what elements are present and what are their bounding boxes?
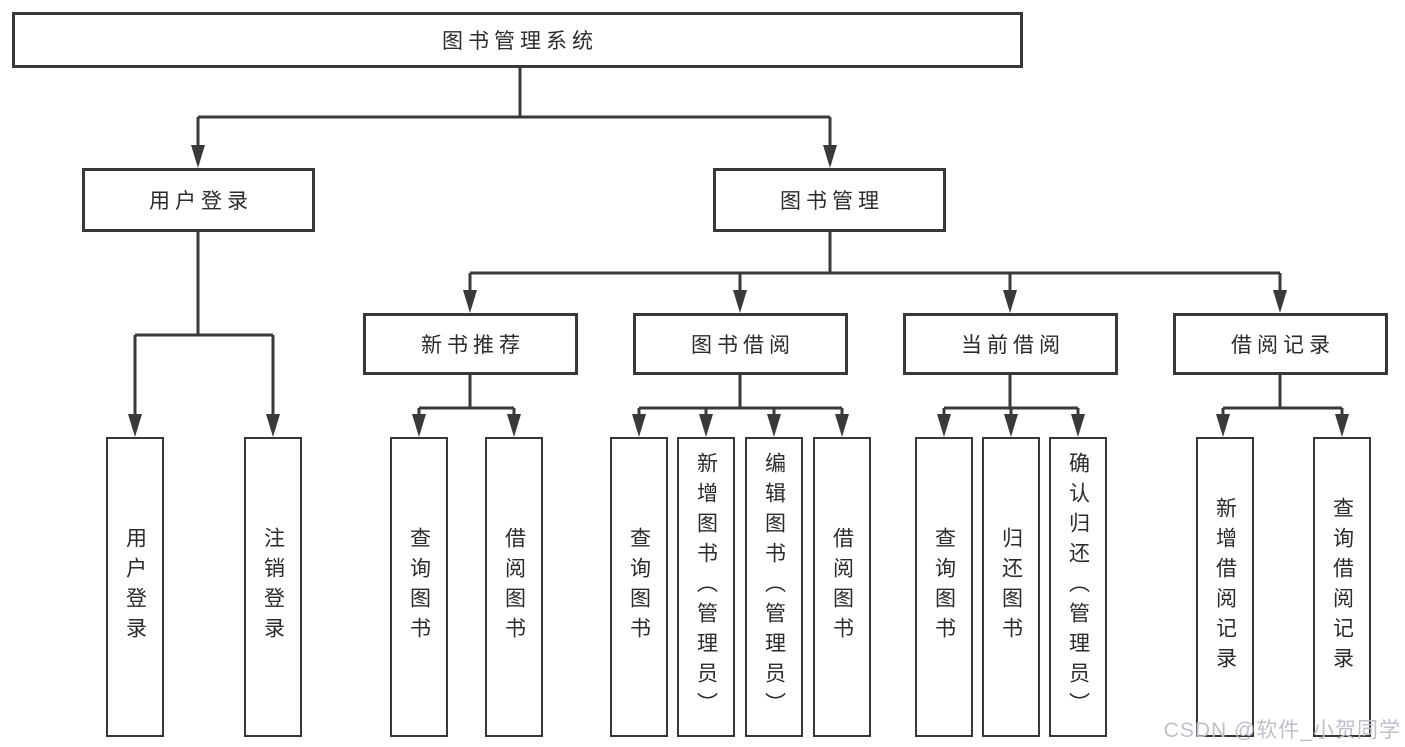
leaf-logout: 注销登录 xyxy=(244,437,302,737)
leaf-borrow-books: 借阅图书 xyxy=(813,437,871,737)
node-label: 图书借阅 xyxy=(691,334,795,357)
leaf-borrow-books-recommend: 借阅图书 xyxy=(485,437,543,737)
leaf-return-books: 归还图书 xyxy=(982,437,1040,737)
node-book-management: 图书管理 xyxy=(713,168,946,232)
leaf-query-books-current: 查询图书 xyxy=(915,437,973,737)
csdn-watermark: CSDN @软件_小贺同学 xyxy=(1163,719,1401,742)
leaf-label: 编辑图书（管理员） xyxy=(762,452,786,722)
leaf-label: 借阅图书 xyxy=(830,527,854,647)
node-label: 借阅记录 xyxy=(1231,334,1335,357)
leaf-label: 注销登录 xyxy=(261,527,285,647)
leaf-add-borrow-record: 新增借阅记录 xyxy=(1196,437,1254,737)
leaf-label: 借阅图书 xyxy=(502,527,526,647)
leaf-label: 用户登录 xyxy=(123,527,147,647)
node-label: 图书管理系统 xyxy=(442,30,598,53)
leaf-query-books-borrow: 查询图书 xyxy=(610,437,668,737)
leaf-confirm-return-admin: 确认归还（管理员） xyxy=(1049,437,1107,737)
leaf-label: 确认归还（管理员） xyxy=(1066,452,1090,722)
leaf-edit-books-admin: 编辑图书（管理员） xyxy=(745,437,803,737)
leaf-label: 归还图书 xyxy=(999,527,1023,647)
node-new-book-recommend: 新书推荐 xyxy=(363,313,578,375)
node-library-management-system: 图书管理系统 xyxy=(12,12,1023,68)
leaf-label: 新增借阅记录 xyxy=(1213,497,1237,677)
leaf-label: 新增图书（管理员） xyxy=(694,452,718,722)
leaf-add-books-admin: 新增图书（管理员） xyxy=(677,437,735,737)
leaf-user-login: 用户登录 xyxy=(106,437,164,737)
node-label: 新书推荐 xyxy=(421,334,525,357)
node-current-borrow: 当前借阅 xyxy=(903,313,1118,375)
node-label: 图书管理 xyxy=(780,190,884,213)
node-book-borrow: 图书借阅 xyxy=(633,313,848,375)
leaf-label: 查询借阅记录 xyxy=(1330,497,1354,677)
node-label: 当前借阅 xyxy=(961,334,1065,357)
leaf-query-borrow-record: 查询借阅记录 xyxy=(1313,437,1371,737)
node-borrow-records: 借阅记录 xyxy=(1173,313,1388,375)
leaf-label: 查询图书 xyxy=(627,527,651,647)
node-user-login: 用户登录 xyxy=(82,168,315,232)
leaf-query-books-recommend: 查询图书 xyxy=(390,437,448,737)
node-label: 用户登录 xyxy=(149,190,253,213)
leaf-label: 查询图书 xyxy=(407,527,431,647)
leaf-label: 查询图书 xyxy=(932,527,956,647)
